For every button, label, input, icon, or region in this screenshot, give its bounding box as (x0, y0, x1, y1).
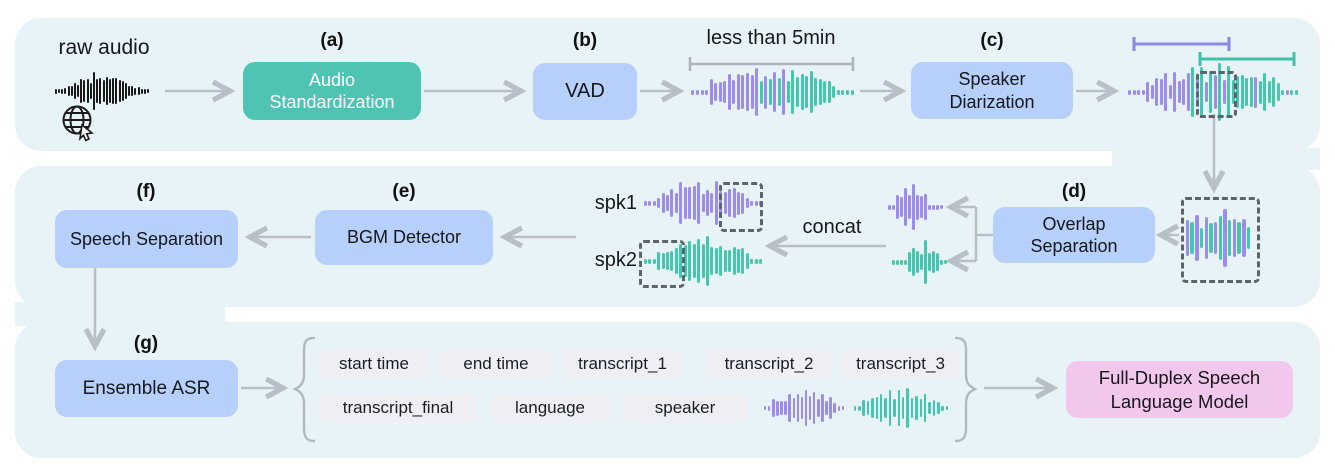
spk2-label: spk2 (594, 249, 637, 271)
output-field-start-time: start time (318, 350, 430, 378)
overlap-mixed-waveform (1185, 202, 1251, 274)
step-e-label: (e) (392, 181, 416, 202)
output-speaker2-waveform (852, 384, 950, 432)
step-d-label: (d) (1061, 181, 1087, 202)
spk2-segment-dashed-box (639, 240, 685, 288)
spk2-waveform (643, 235, 763, 287)
output-field-transcript-1: transcript_1 (563, 350, 682, 378)
top-row-panel (15, 18, 1320, 151)
ensemble-asr-node: Ensemble ASR (55, 360, 238, 417)
step-f-label: (f) (136, 181, 156, 202)
raw-audio-label: raw audio (58, 36, 150, 59)
speaker-diarization-node: Speaker Diarization (911, 62, 1073, 119)
speech-separation-node: Speech Separation (55, 210, 238, 268)
spk1-waveform (643, 177, 763, 229)
globe-icon (62, 105, 94, 142)
bgm-detector-node: BGM Detector (315, 210, 493, 265)
vad-output-waveform (690, 61, 855, 123)
step-a-label: (a) (320, 30, 344, 51)
step-c-label: (c) (980, 30, 1004, 51)
overlap-region-dashed-box (1196, 71, 1237, 118)
vad-node: VAD (533, 63, 637, 120)
output-field-speaker: speaker (622, 394, 748, 422)
output-field-transcript-3: transcript_3 (841, 350, 960, 378)
output-speaker1-waveform (762, 386, 846, 430)
step-g-label: (g) (133, 333, 159, 354)
output-field-language: language (490, 394, 610, 422)
cursor-icon (78, 123, 94, 142)
separated-speaker1-waveform (886, 181, 944, 233)
output-field-end-time: end time (440, 350, 552, 378)
spk1-segment-dashed-box (719, 182, 763, 232)
overlap-clip-dashed-box (1181, 197, 1260, 283)
panel-connector-right (1112, 148, 1320, 170)
duration-label: less than 5min (706, 27, 836, 49)
diarized-waveform (1128, 60, 1298, 124)
overlap-separation-node: Overlap Separation (993, 207, 1155, 263)
concat-label: concat (802, 216, 862, 238)
raw-audio-waveform (46, 66, 158, 116)
full-duplex-slm-node: Full-Duplex Speech Language Model (1066, 361, 1293, 418)
step-b-label: (b) (572, 30, 598, 51)
separated-speaker2-waveform (890, 236, 948, 288)
output-field-transcript-final: transcript_final (318, 394, 478, 422)
audio-standardization-node: Audio Standardization (243, 62, 421, 120)
spk1-label: spk1 (594, 192, 637, 214)
panel-connector-left (15, 302, 225, 326)
output-field-transcript-2: transcript_2 (706, 350, 832, 378)
